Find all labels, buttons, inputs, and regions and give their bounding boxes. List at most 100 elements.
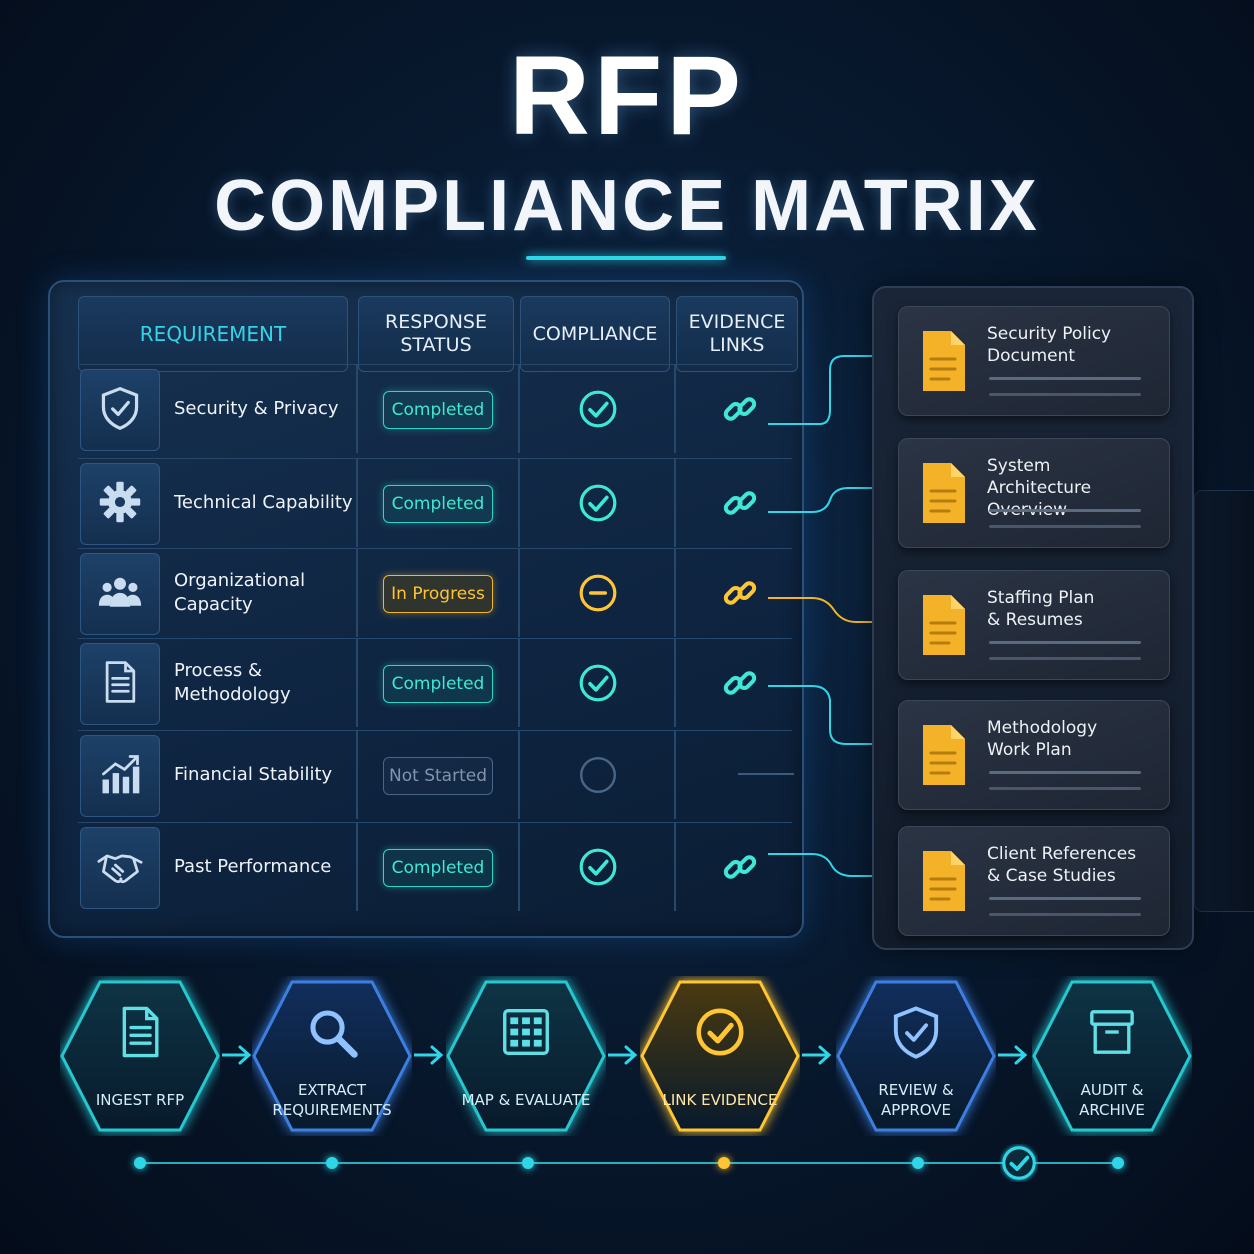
arrow-right-icon (800, 1040, 834, 1070)
evidence-card[interactable]: Staffing Plan& Resumes (898, 570, 1170, 680)
check-circle-icon (578, 389, 618, 429)
connector-2 (768, 487, 878, 513)
bar-chart-icon-box (80, 735, 160, 817)
workflow-step-label: REVIEW &APPROVE (878, 1081, 954, 1119)
workflow-node (134, 1157, 146, 1169)
empty-circle-icon (578, 755, 618, 795)
check-circle-icon (692, 1004, 748, 1060)
document-icon (923, 851, 965, 911)
table-row[interactable]: Process & Methodology Completed (78, 638, 792, 727)
connector-3 (768, 597, 878, 623)
workflow-step-label: INGEST RFP (95, 1091, 185, 1109)
grid-icon (498, 1004, 554, 1060)
workflow-step-1[interactable]: INGEST RFP (60, 976, 220, 1136)
table-row[interactable]: Past Performance Completed (78, 822, 792, 911)
requirement-label: Process & Methodology (174, 660, 291, 705)
table-row[interactable]: Technical Capability Completed (78, 458, 792, 547)
check-circle-icon (578, 483, 618, 523)
status-badge: Completed (383, 485, 493, 523)
link-icon[interactable] (720, 663, 760, 703)
background-block (1194, 490, 1254, 912)
workflow-step-5[interactable]: REVIEW &APPROVE (836, 976, 996, 1136)
document-icon (923, 331, 965, 391)
people-icon (97, 569, 143, 619)
shield-check-icon-box (80, 369, 160, 451)
requirement-label: Financial Stability (174, 764, 333, 785)
connector-1 (768, 355, 878, 425)
workflow-node (326, 1157, 338, 1169)
status-badge: Completed (383, 665, 493, 703)
archive-box-icon (1084, 1004, 1140, 1060)
handshake-icon (97, 843, 143, 893)
link-icon[interactable] (720, 573, 760, 613)
title-underline (526, 256, 726, 260)
document-icon (923, 463, 965, 523)
workflow-node (522, 1157, 534, 1169)
arrow-right-icon (606, 1040, 640, 1070)
page-title: RFP (509, 33, 745, 158)
hexagon-shape (1032, 980, 1192, 1132)
check-circle-icon (578, 847, 618, 887)
workflow-step-6[interactable]: AUDIT &ARCHIVE (1032, 976, 1192, 1136)
workflow-step-4[interactable]: LINK EVIDENCE (640, 976, 800, 1136)
workflow-node (718, 1157, 730, 1169)
check-circle-icon (578, 663, 618, 703)
document-icon (923, 595, 965, 655)
people-icon-box (80, 553, 160, 635)
handshake-icon-box (80, 827, 160, 909)
workflow-step-3[interactable]: MAP & EVALUATE (446, 976, 606, 1136)
arrow-right-icon (996, 1040, 1030, 1070)
shield-check-icon (888, 1004, 944, 1060)
status-badge: Completed (383, 849, 493, 887)
requirement-label: Security & Privacy (174, 398, 339, 419)
hexagon-shape (640, 980, 800, 1132)
hexagon-shape (252, 980, 412, 1132)
document-icon (112, 1004, 168, 1060)
workflow-node (912, 1157, 924, 1169)
arrow-right-icon (220, 1040, 254, 1070)
workflow-step-label: AUDIT &ARCHIVE (1079, 1081, 1145, 1119)
header-compliance[interactable]: COMPLIANCE (520, 296, 670, 372)
status-badge: Not Started (383, 757, 493, 795)
evidence-title: Client References& Case Studies (987, 844, 1137, 886)
link-icon[interactable] (720, 847, 760, 887)
workflow-step-label: LINK EVIDENCE (662, 1091, 778, 1109)
document-icon (923, 725, 965, 785)
workflow-node (1112, 1157, 1124, 1169)
magnifier-icon (304, 1004, 360, 1060)
link-icon[interactable] (720, 389, 760, 429)
page-subtitle: COMPLIANCE MATRIX (214, 166, 1040, 246)
bar-chart-icon (97, 751, 143, 801)
status-badge: Completed (383, 391, 493, 429)
no-link-dash (738, 773, 794, 775)
document-icon (97, 659, 143, 709)
link-icon[interactable] (720, 483, 760, 523)
connector-5 (768, 853, 878, 877)
header-requirement[interactable]: REQUIREMENT (78, 296, 348, 372)
table-row[interactable]: Organizational Capacity In Progress (78, 548, 792, 637)
hexagon-shape (446, 980, 606, 1132)
table-row[interactable]: Financial Stability Not Started (78, 730, 794, 819)
gear-icon-box (80, 463, 160, 545)
evidence-card[interactable]: Client References& Case Studies (898, 826, 1170, 936)
requirement-label: Technical Capability (174, 492, 353, 513)
shield-check-icon (97, 385, 143, 435)
document-icon-box (80, 643, 160, 725)
requirement-label: Past Performance (174, 856, 332, 877)
requirement-label: Organizational Capacity (174, 570, 306, 615)
check-circle-icon (1000, 1144, 1038, 1182)
table-row[interactable]: Security & Privacy Completed (78, 364, 792, 453)
